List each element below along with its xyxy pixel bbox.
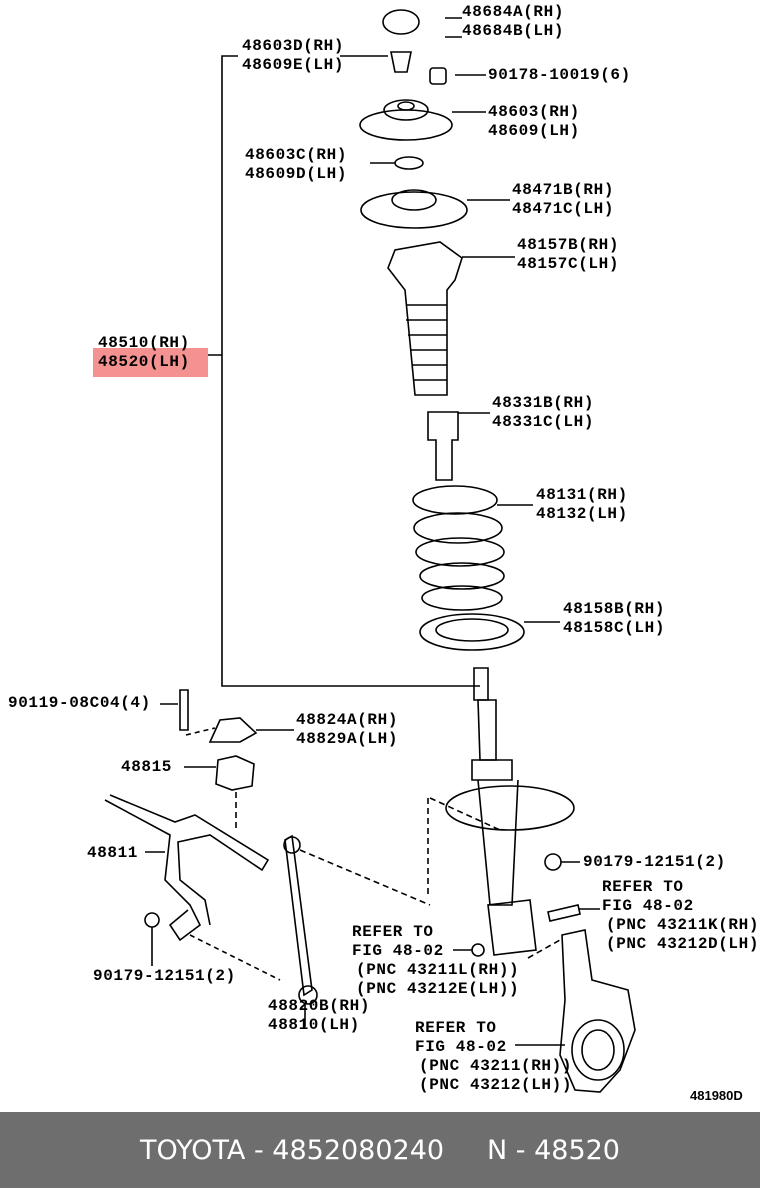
part-number-rh: 48603D(RH): [242, 37, 345, 55]
part-number-rh: 48158B(RH): [563, 600, 666, 618]
part-number-rh: 48471B(RH): [512, 181, 615, 199]
label-90119: 90119-08C04(4): [8, 694, 151, 712]
label-48603d: 48603D(RH)48609E(LH): [242, 37, 344, 75]
part-number-lh: 48684B(LH): [462, 22, 565, 40]
label-48471: 48471B(RH)48471C(LH): [512, 181, 614, 219]
part-number-lh: 48609D(LH): [245, 165, 348, 183]
label-48603: 48603(RH)48609(LH): [488, 103, 580, 141]
nut-small: [429, 67, 447, 85]
part-number-lh: 48609E(LH): [242, 56, 345, 74]
refer-text: REFER TO: [415, 1019, 497, 1037]
label-48131: 48131(RH)48132(LH): [536, 486, 628, 524]
footer-bar: TOYOTA - 4852080240 N - 48520: [0, 1112, 760, 1188]
part-number-lh: 48609(LH): [488, 122, 580, 140]
cap-part: [382, 9, 420, 35]
nut-small-3: [144, 912, 160, 928]
part-number-lh: 48158C(LH): [563, 619, 666, 637]
strut-body: [445, 667, 575, 956]
part-number-lh: 48829A(LH): [296, 730, 399, 748]
part-number-rh: 48820B(RH): [268, 997, 371, 1015]
nut-part: [390, 51, 412, 73]
highlighted-part-box: [93, 348, 208, 377]
label-48824: 48824A(RH)48829A(LH): [296, 711, 398, 749]
part-number-rh: 48331B(RH): [492, 394, 595, 412]
label-48158: 48158B(RH)48158C(LH): [563, 600, 665, 638]
pnc-lh: (PNC 43212(LH)): [419, 1076, 573, 1094]
part-number-rh: 48510(RH): [98, 334, 190, 352]
part-number-lh: 48471C(LH): [512, 200, 615, 218]
label-48811: 48811: [87, 844, 139, 862]
fig-reference: FIG 48-02: [602, 897, 694, 915]
nut-small-2: [544, 853, 562, 871]
steering-knuckle-part: [559, 929, 636, 1093]
washer-part: [394, 156, 424, 170]
diagram-code: 481980D: [690, 1088, 743, 1103]
lower-seat-part: [419, 613, 525, 651]
refer-text: REFER TO: [352, 923, 434, 941]
part-number-rh: 48684A(RH): [462, 3, 565, 21]
part-number-rh: 48131(RH): [536, 486, 628, 504]
stabilizer-bar-part: [104, 794, 270, 942]
refer-text: REFER TO: [602, 878, 684, 896]
label-48603c: 48603C(RH)48609D(LH): [245, 146, 347, 184]
boot-part: [387, 241, 463, 396]
footer-part-info: TOYOTA - 4852080240 N - 48520: [139, 1134, 620, 1166]
pnc-lh: (PNC 43212E(LH)): [356, 980, 520, 998]
part-number-rh: 48603(RH): [488, 103, 580, 121]
part-number-rh: 48824A(RH): [296, 711, 399, 729]
mount-part: [359, 109, 453, 141]
part-number-lh: 48810(LH): [268, 1016, 360, 1034]
diagram-drawing: [104, 9, 636, 1093]
label-90179-right: 90179-12151(2): [583, 853, 726, 871]
part-number-rh: 48157B(RH): [517, 236, 620, 254]
fig-reference: FIG 48-02: [415, 1038, 507, 1056]
label-48157: 48157B(RH)48157C(LH): [517, 236, 619, 274]
label-48815: 48815: [121, 758, 173, 776]
part-number-lh: 48132(LH): [536, 505, 628, 523]
stabilizer-link-part: [284, 834, 313, 997]
pnc-rh: (PNC 43211L(RH)): [356, 961, 520, 979]
label-90179-left: 90179-12151(2): [93, 967, 236, 985]
label-48820: 48820B(RH)48810(LH): [268, 997, 370, 1035]
label-48684: 48684A(RH)48684B(LH): [462, 3, 564, 41]
label-90178: 90178-10019(6): [488, 66, 631, 84]
assembly-bracket-line: [208, 55, 480, 687]
bolt-part: [547, 904, 581, 922]
part-number-rh: 48603C(RH): [245, 146, 348, 164]
bracket-part: [208, 717, 258, 743]
pnc-rh: (PNC 43211K(RH): [606, 916, 760, 934]
part-number-lh: 48157C(LH): [517, 255, 620, 273]
coil-spring-part: [412, 485, 505, 611]
label-48510: 48510(RH)48520(LH): [98, 334, 190, 372]
pnc-rh: (PNC 43211(RH)): [419, 1057, 573, 1075]
bump-stop-part: [427, 411, 459, 481]
upper-seat-part: [360, 191, 468, 229]
pnc-lh: (PNC 43212D(LH): [606, 935, 760, 953]
label-48331: 48331B(RH)48331C(LH): [492, 394, 594, 432]
bushing-part: [215, 755, 255, 791]
part-number-lh: 48331C(LH): [492, 413, 595, 431]
part-number-lh-highlighted: 48520(LH): [98, 353, 190, 371]
bolt-part-2: [179, 689, 189, 731]
fig-reference: FIG 48-02: [352, 942, 444, 960]
